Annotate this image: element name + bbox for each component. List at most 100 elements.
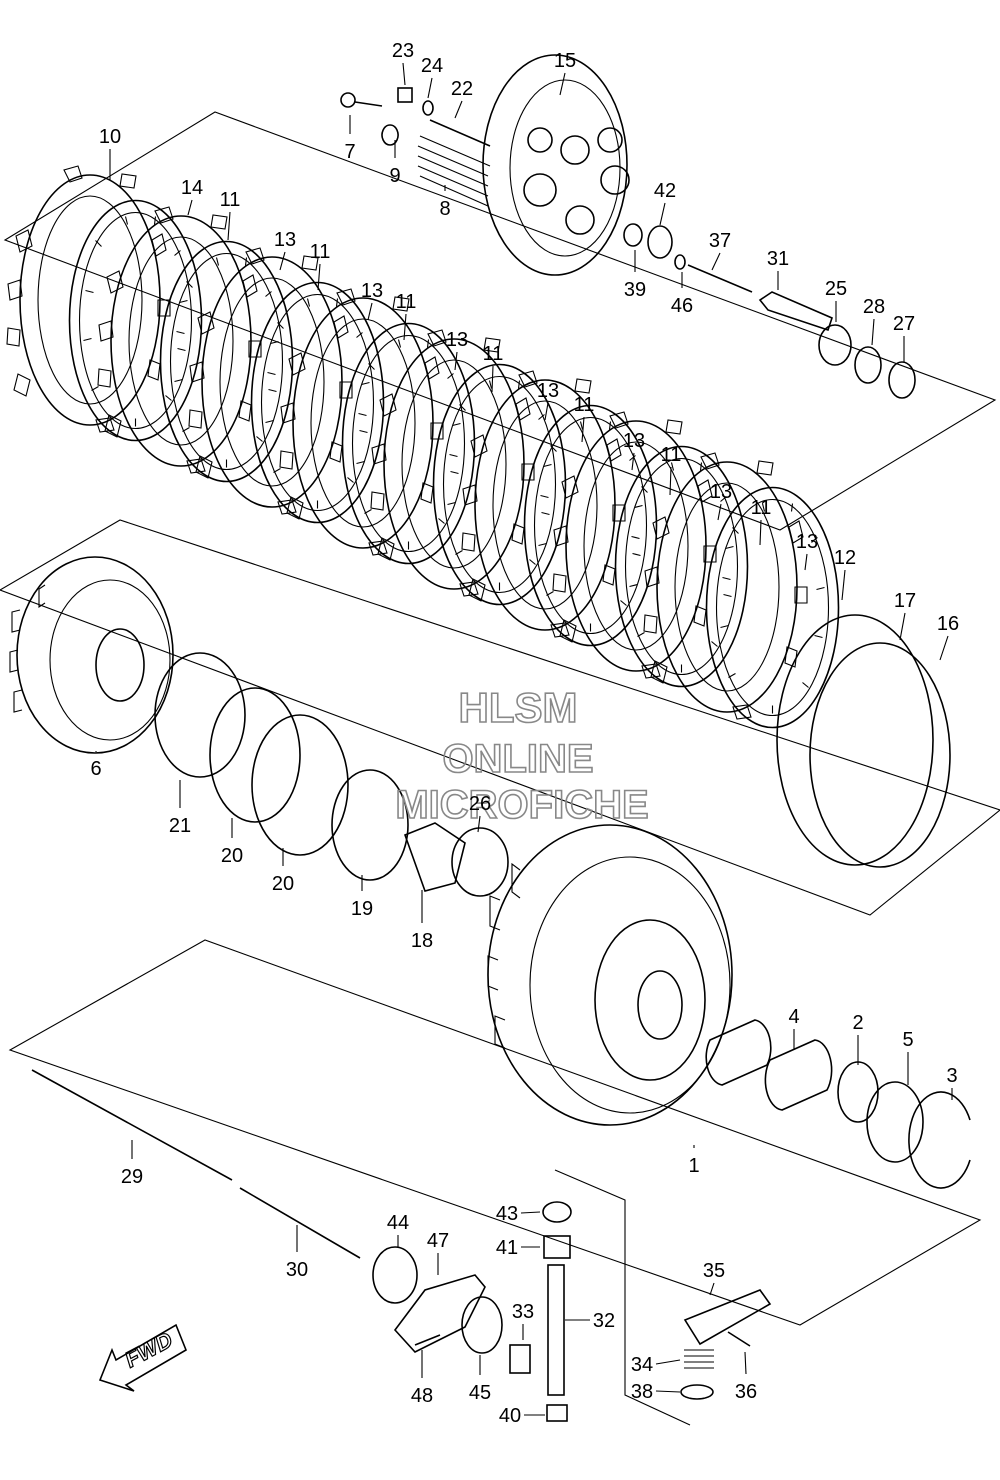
- callout-c25: 25: [825, 278, 847, 300]
- washer-24: [422, 100, 434, 116]
- callout-c10: 10: [99, 126, 121, 148]
- callout-c27: 27: [893, 313, 915, 335]
- callout-c11a: 11: [220, 189, 241, 211]
- callout-c40: 40: [499, 1405, 521, 1427]
- washer-20a: [209, 687, 301, 823]
- callout-c14: 14: [181, 177, 203, 199]
- callout-c15: 15: [554, 50, 576, 72]
- fwd-label: FWD: [121, 1327, 177, 1373]
- leader-c43: [520, 1211, 541, 1214]
- friction-plate: [6, 165, 171, 433]
- leader-c11c: [403, 313, 407, 341]
- bolt-22: [429, 119, 491, 147]
- callout-c26: 26: [469, 793, 491, 815]
- callout-c33: 33: [512, 1301, 534, 1323]
- callout-c11d: 11: [483, 343, 504, 365]
- leader-c26: [477, 815, 481, 833]
- push-rod-30: [239, 1187, 361, 1259]
- callout-c37: 37: [709, 230, 731, 252]
- callout-c44: 44: [387, 1212, 409, 1234]
- callout-c43: 43: [496, 1203, 518, 1225]
- callout-c11g: 11: [751, 497, 772, 519]
- callout-c36: 36: [735, 1381, 757, 1403]
- spacer-4: [705, 1019, 772, 1086]
- leader-c36: [744, 1351, 747, 1375]
- ring-21: [154, 652, 246, 778]
- bolt-7: [340, 92, 383, 108]
- plate-stack-frame: [3, 111, 997, 531]
- lever-35: [683, 1289, 772, 1346]
- push-rod-29: [31, 1069, 233, 1181]
- release-frame: [554, 1169, 691, 1426]
- callout-c47: 47: [427, 1230, 449, 1252]
- callout-c38: 38: [631, 1381, 653, 1403]
- washer-39: [623, 223, 643, 247]
- spring-8: [417, 135, 491, 207]
- callout-c48: 48: [411, 1385, 433, 1407]
- callout-c11c: 11: [396, 291, 417, 313]
- callout-c13b: 13: [361, 280, 383, 302]
- callout-c34: 34: [631, 1354, 653, 1376]
- leader-c11g: [759, 519, 762, 546]
- callout-c23: 23: [392, 40, 414, 62]
- callout-c2: 2: [852, 1012, 863, 1034]
- leader-c15: [559, 72, 566, 96]
- callout-c13f: 13: [710, 481, 732, 503]
- leader-c13d: [544, 402, 549, 421]
- leader-c34: [655, 1359, 681, 1365]
- callout-c31: 31: [767, 248, 789, 270]
- callout-c11b: 11: [310, 241, 331, 263]
- callout-c35: 35: [703, 1260, 725, 1282]
- washer-27: [888, 361, 916, 399]
- leader-c13e: [631, 452, 635, 471]
- leader-c12: [841, 569, 846, 601]
- leader-c14: [187, 199, 193, 216]
- friction-plate: [188, 247, 353, 515]
- callout-c41: 41: [496, 1237, 518, 1259]
- ring-16: [809, 642, 951, 868]
- callout-c16: 16: [937, 613, 959, 635]
- callout-c5: 5: [902, 1029, 913, 1051]
- clutch-hub-6: [9, 556, 174, 754]
- callout-c18: 18: [411, 930, 433, 952]
- leader-c13c: [454, 351, 458, 371]
- ring-17: [776, 614, 934, 866]
- callout-c24: 24: [421, 55, 443, 77]
- watermark-line-3: MICROFICHE: [395, 783, 648, 827]
- callout-c21: 21: [169, 815, 191, 837]
- friction-plate: [97, 206, 262, 474]
- callout-c22: 22: [451, 78, 473, 100]
- friction-plate: [461, 370, 626, 638]
- shaft-frame: [8, 939, 982, 1326]
- callout-c13e: 13: [623, 430, 645, 452]
- washer-28: [854, 346, 882, 384]
- callout-c46: 46: [671, 295, 693, 317]
- friction-plate: [370, 329, 535, 597]
- callout-c19: 19: [351, 898, 373, 920]
- bearing-40: [546, 1404, 568, 1422]
- callout-c29: 29: [121, 1166, 143, 1188]
- callout-c13a: 13: [274, 229, 296, 251]
- piece-31: [758, 291, 833, 332]
- clutch-basket-1: [487, 824, 733, 1126]
- nut-23: [397, 87, 413, 103]
- callout-c6: 6: [90, 758, 101, 780]
- washer-38: [680, 1384, 714, 1400]
- leader-c16: [939, 635, 949, 661]
- callout-c7: 7: [344, 141, 355, 163]
- leader-c23: [402, 62, 406, 86]
- callout-c30: 30: [286, 1259, 308, 1281]
- bearing-42: [647, 225, 673, 259]
- basket-frame: [0, 519, 1000, 916]
- bearing-5: [866, 1081, 924, 1163]
- callout-c32: 32: [593, 1310, 615, 1332]
- pressure-plate-15: [482, 54, 630, 276]
- washer-20b: [251, 714, 349, 856]
- plate-47: [393, 1274, 486, 1353]
- leader-c42: [659, 202, 666, 226]
- bolt-36: [727, 1331, 751, 1347]
- callout-c1: 1: [688, 1155, 699, 1177]
- bearing-44: [372, 1246, 418, 1304]
